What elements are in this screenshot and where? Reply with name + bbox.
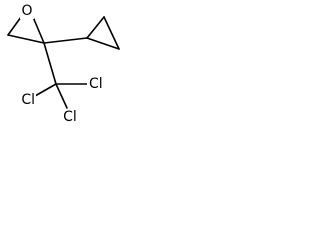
atom-labels: O Cl Cl Cl: [16, 3, 105, 125]
bond-cquat-cyclopropyl: [43, 37, 88, 44]
oxygen-label: O: [21, 3, 32, 19]
epoxide-ring: [7, 16, 45, 44]
molecule-structure: O Cl Cl Cl: [7, 3, 120, 125]
bond-c-cl-left: [34, 83, 57, 97]
chlorine-right-label: Cl: [89, 76, 103, 92]
cyclopropyl-ring: [43, 16, 120, 50]
bond-c-cl-bottom: [55, 83, 68, 109]
bond-cquat-ccl3: [43, 42, 57, 85]
chlorine-left-label: Cl: [21, 92, 35, 108]
bond-cp-bottom: [86, 37, 120, 50]
trichloromethyl-group: [34, 42, 88, 109]
bond-ch2-cquat: [7, 34, 45, 44]
bond-ch2-o: [7, 16, 22, 36]
chlorine-bottom-label: Cl: [63, 109, 77, 125]
bond-cp-right: [103, 16, 120, 50]
bond-cp-top: [86, 16, 105, 39]
bond-cquat-o: [32, 16, 45, 44]
